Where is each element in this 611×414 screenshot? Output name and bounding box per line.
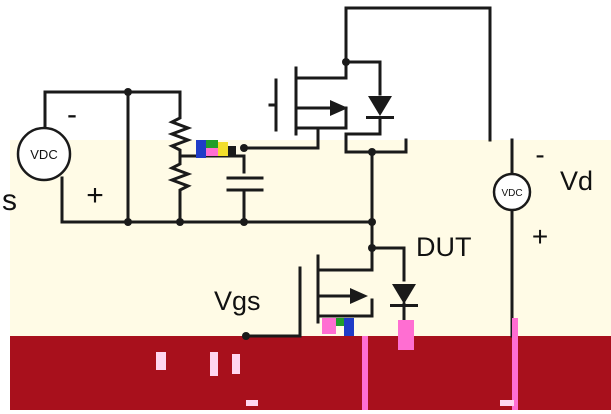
- wiring: [43, 6, 514, 338]
- drain-source-plus: +: [532, 221, 548, 252]
- junction-dot: [124, 88, 132, 96]
- junction-dot: [240, 144, 248, 152]
- vgs-label: Vgs: [214, 286, 261, 316]
- lower-mosfet-arrow: [350, 288, 368, 304]
- upper-mosfet-gate: [268, 78, 278, 132]
- drain-source-circle: [492, 172, 532, 212]
- junction-dot: [368, 148, 376, 156]
- upper-mosfet-arrow: [330, 100, 348, 116]
- top-white-region: [0, 0, 611, 140]
- upper-diode-wire: [344, 116, 382, 136]
- glitch-artifacts: [156, 140, 518, 410]
- lower-diode-bar: [390, 304, 418, 307]
- glitch-block: [196, 140, 206, 158]
- junction-dot: [124, 218, 132, 226]
- glitch-block: [206, 140, 218, 148]
- glitch-block: [362, 336, 368, 410]
- lower-mosfet-drain: [316, 246, 406, 282]
- drain-source-name: Vd: [560, 166, 593, 196]
- junction-dot: [368, 244, 376, 252]
- drain-source-minus: -: [535, 139, 544, 170]
- gate-source-circle: [16, 126, 72, 182]
- glitch-block: [246, 400, 258, 406]
- glitch-block: [232, 354, 240, 374]
- yellow-panel: [10, 140, 611, 338]
- glitch-block: [344, 318, 354, 336]
- upper-mosfet-out: [316, 128, 408, 154]
- dut-label: DUT: [416, 232, 472, 262]
- upper-mosfet-drain: [294, 60, 382, 96]
- lower-mosfet-gate: [244, 266, 302, 338]
- junction-dot: [240, 218, 248, 226]
- upper-diode-triangle: [368, 96, 392, 116]
- symbols: [124, 58, 418, 340]
- drain-source-vdc-label: VDC: [501, 188, 522, 199]
- glitch-block: [206, 148, 218, 156]
- upper-diode-bar: [366, 116, 394, 119]
- glitch-block: [156, 352, 166, 370]
- lower-diode-triangle: [392, 284, 416, 304]
- glitch-block: [336, 318, 344, 326]
- junction-dot: [176, 218, 184, 226]
- glitch-block: [228, 146, 236, 156]
- wire-top-loop: [344, 6, 492, 142]
- glitch-block: [512, 318, 518, 410]
- red-band: [10, 336, 611, 410]
- gate-source-minus: -: [67, 98, 77, 131]
- resistor-bottom: [167, 154, 193, 224]
- resistor-top: [167, 110, 193, 158]
- glitch-block: [398, 320, 414, 350]
- junction-dot: [242, 332, 250, 340]
- wire-gate-source-top: [43, 90, 182, 114]
- gate-source-vdc-label: VDC: [30, 147, 57, 162]
- junction-dot: [368, 218, 376, 226]
- lower-mosfet-source: [316, 294, 374, 318]
- glitch-block: [322, 318, 336, 334]
- glitch-block: [210, 352, 218, 376]
- glitch-block: [500, 400, 514, 406]
- wire-gate-source-bottom: [60, 176, 374, 224]
- left-partial-label: s: [2, 184, 17, 217]
- upper-mosfet-source: [294, 106, 348, 130]
- gate-source-plus: +: [86, 179, 104, 212]
- glitch-block: [218, 142, 228, 156]
- junction-dot: [342, 58, 350, 66]
